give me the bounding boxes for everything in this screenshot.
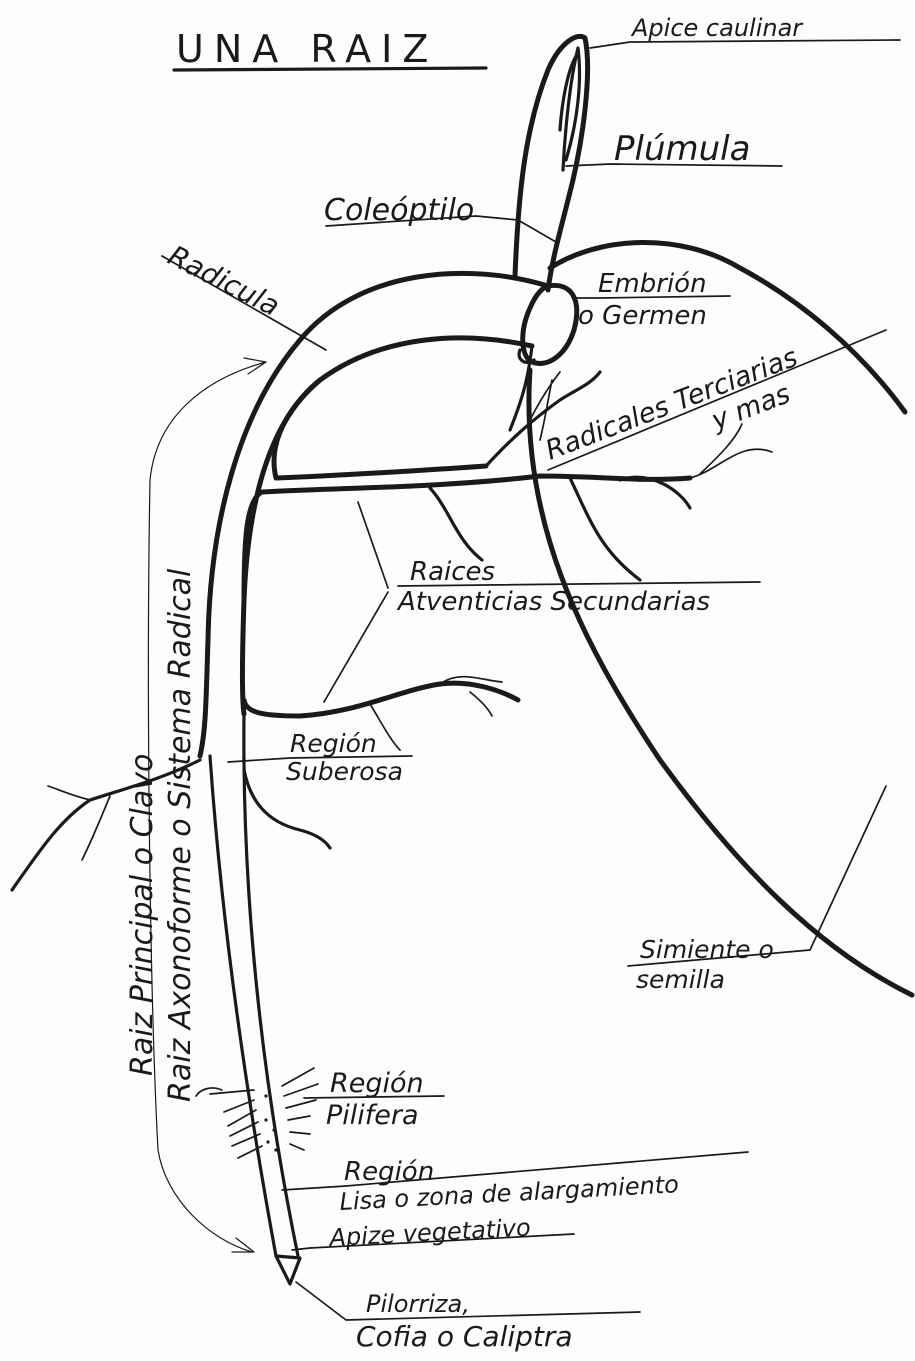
label-pilifera-2: Pilifera: [326, 1100, 419, 1131]
label-pilorriza-1: Pilorriza,: [366, 1290, 470, 1318]
label-coleoptilo: Coleóptilo: [324, 193, 474, 228]
root-cap: [276, 1256, 300, 1284]
tertiary-root-c: [540, 380, 552, 440]
title-underline: [174, 68, 486, 70]
diagram-title: UNA RAIZ: [176, 27, 438, 71]
label-embrion-1: Embrión: [598, 269, 707, 299]
leader-raices-a: [358, 502, 388, 588]
label-suberosa-1: Región: [290, 729, 377, 758]
lateral-root-left-twig-a: [82, 796, 110, 860]
label-pilorriza-2: Cofia o Caliptra: [356, 1320, 573, 1353]
leader-raices-b: [324, 592, 388, 702]
secondary-root-upper-twig-c: [620, 477, 690, 508]
label-raices-2: Atventicias Secundarias: [396, 587, 710, 617]
radicle-inner: [243, 338, 533, 714]
label-apice-caulinar: Apice caulinar: [630, 14, 804, 42]
radicle-inner-loop: [274, 380, 486, 478]
label-lisa-1: Región: [344, 1157, 434, 1187]
secondary-root-upper-twig-a: [430, 488, 482, 560]
label-raiz-axonoforme: Raiz Axonoforme o Sistema Radical: [163, 568, 198, 1102]
secondary-root-lower-twig-c: [470, 692, 492, 716]
system-bracket-arrow-top: [244, 358, 266, 374]
label-simiente-1: Simiente o: [640, 935, 774, 964]
label-embrion-2: o Germen: [578, 301, 707, 331]
label-suberosa-2: Suberosa: [286, 757, 403, 786]
label-raiz-principal: Raiz Principal o Clavo: [125, 754, 160, 1076]
label-radicula: Radicula: [163, 239, 285, 323]
label-pilifera-1: Región: [330, 1068, 424, 1099]
lateral-root-left-twig-b: [48, 786, 90, 800]
label-plumula: Plúmula: [614, 129, 750, 169]
taproot-left: [210, 756, 276, 1256]
label-simiente-2: semilla: [636, 965, 725, 994]
system-bracket-arrow-bottom: [232, 1238, 254, 1252]
label-apize: Apize vegetativo: [327, 1213, 532, 1252]
secondary-root-upper-twig-d: [690, 449, 772, 478]
label-raices-1: Raices: [410, 557, 495, 587]
secondary-root-upper-twig-b: [570, 478, 640, 580]
secondary-root-lower: [244, 683, 518, 716]
